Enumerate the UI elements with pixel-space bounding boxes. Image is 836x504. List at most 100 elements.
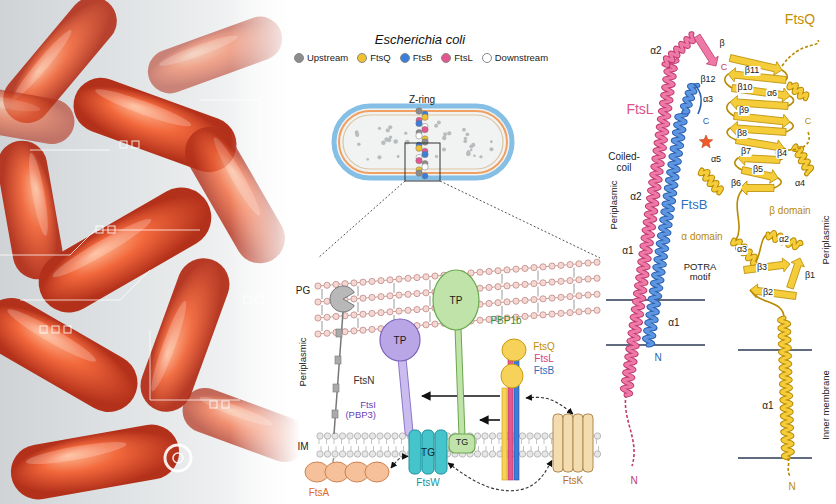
lipid-head — [594, 451, 600, 457]
recruitment-arrow — [480, 419, 500, 421]
ftsn-segment — [335, 356, 341, 364]
glycan-unit — [567, 309, 573, 315]
lipid-tail — [538, 446, 539, 451]
lipid-head — [377, 433, 383, 439]
pbp1b-tp-domain — [433, 270, 479, 330]
cell-wall — [339, 111, 507, 173]
protein-structure — [606, 34, 818, 476]
tech-square — [52, 326, 59, 333]
domain-label: TG — [456, 438, 469, 448]
glycan-unit — [486, 284, 492, 290]
structure-label: FtsB — [681, 198, 708, 212]
glycan-unit — [567, 277, 573, 283]
cytoplasm-dot — [434, 124, 438, 128]
glycan-unit — [405, 291, 411, 297]
peptide-crosslink — [322, 321, 323, 331]
ftsk-helix — [583, 414, 593, 472]
cytoplasm-dot — [366, 158, 369, 161]
z-ring-dot — [422, 126, 428, 132]
lipid-head — [399, 451, 405, 457]
z-ring-dot — [422, 151, 428, 157]
helix-ribbon — [733, 240, 756, 264]
glycan-unit — [360, 295, 366, 301]
glycan-unit — [531, 313, 537, 319]
lipid-tail — [321, 446, 322, 451]
structure-label: α5 — [710, 155, 722, 165]
glycan-unit — [495, 284, 501, 290]
glycan-unit — [585, 308, 591, 314]
ftsw-helix — [435, 430, 447, 474]
beta-strand — [744, 258, 791, 274]
lipid-head — [399, 433, 405, 439]
bacterium-highlight — [25, 438, 128, 469]
lipid-head — [332, 451, 338, 457]
helix-ribbon — [780, 318, 793, 458]
ftsk-helix — [553, 414, 563, 472]
lipid-head — [392, 451, 398, 457]
legend-item: FtsQ — [357, 52, 391, 63]
lipid-tail — [386, 439, 387, 444]
legend-item: Upstream — [294, 52, 348, 63]
legend-swatch — [294, 53, 304, 63]
structure-label: C — [702, 117, 711, 127]
structure-label: α1 — [622, 245, 633, 256]
cytoplasm-dot — [397, 155, 400, 158]
ftsq-domain — [502, 339, 526, 361]
peptide-crosslink — [538, 271, 539, 281]
glycan-unit — [360, 279, 366, 285]
structure-label: β11 — [744, 66, 761, 76]
glycan-unit — [594, 291, 600, 297]
tech-line — [150, 330, 240, 400]
lipid-tail — [343, 446, 344, 451]
glycan-unit — [585, 276, 591, 282]
loop — [782, 40, 818, 66]
tech-ring — [165, 445, 191, 471]
lipid-tail — [319, 439, 320, 444]
region-label: Periplasmic — [821, 215, 831, 264]
lipid-head — [489, 451, 495, 457]
peptide-crosslink — [358, 286, 359, 296]
legend-text: Downstream — [495, 52, 548, 63]
node-shape — [305, 460, 391, 484]
cytoplasm-dot — [473, 154, 476, 157]
structure-label: α3 — [702, 95, 714, 105]
glycan-unit — [360, 327, 366, 333]
pbp1b-stalk — [458, 328, 462, 436]
beta-strand — [740, 181, 774, 195]
lipid-tail — [486, 446, 487, 451]
tech-square — [64, 326, 71, 333]
glycan-unit — [387, 293, 393, 299]
interaction-arrow — [526, 397, 573, 414]
cytoplasm-dot — [442, 136, 446, 140]
structure-label: α2 — [778, 235, 790, 245]
lipid-head — [354, 451, 360, 457]
cytoplasm-dot — [388, 125, 392, 129]
lipid-tail — [396, 446, 397, 451]
cytoplasm-dot — [393, 139, 398, 144]
lipid-head — [332, 433, 338, 439]
lipid-head — [369, 451, 375, 457]
legend-text: FtsQ — [370, 52, 391, 63]
lipid-head — [519, 451, 525, 457]
structure-label: C — [804, 117, 813, 127]
peptide-crosslink — [322, 289, 323, 299]
ftsi-protein: TPFtsI (PBP3) — [378, 318, 422, 432]
lipid-head — [594, 433, 600, 439]
lipid-tail — [596, 439, 597, 444]
glycan-unit — [558, 310, 564, 316]
structure-label: β5 — [752, 165, 764, 175]
glycan-unit — [504, 283, 510, 289]
tech-square — [210, 401, 217, 408]
tech-square — [108, 226, 115, 233]
glycan-unit — [504, 299, 510, 305]
glycan-unit — [513, 266, 519, 272]
structure-label: α3 — [736, 245, 748, 255]
structure-label: β2 — [762, 288, 774, 298]
lipid-tail — [531, 446, 532, 451]
lipid-tail — [536, 439, 537, 444]
z-ring-dot — [416, 145, 422, 151]
glycan-unit — [522, 313, 528, 319]
bacterium-highlight — [0, 92, 41, 115]
structure-label: β1 — [804, 271, 816, 281]
legend: UpstreamFtsQFtsBFtsLDownstream — [286, 52, 556, 63]
